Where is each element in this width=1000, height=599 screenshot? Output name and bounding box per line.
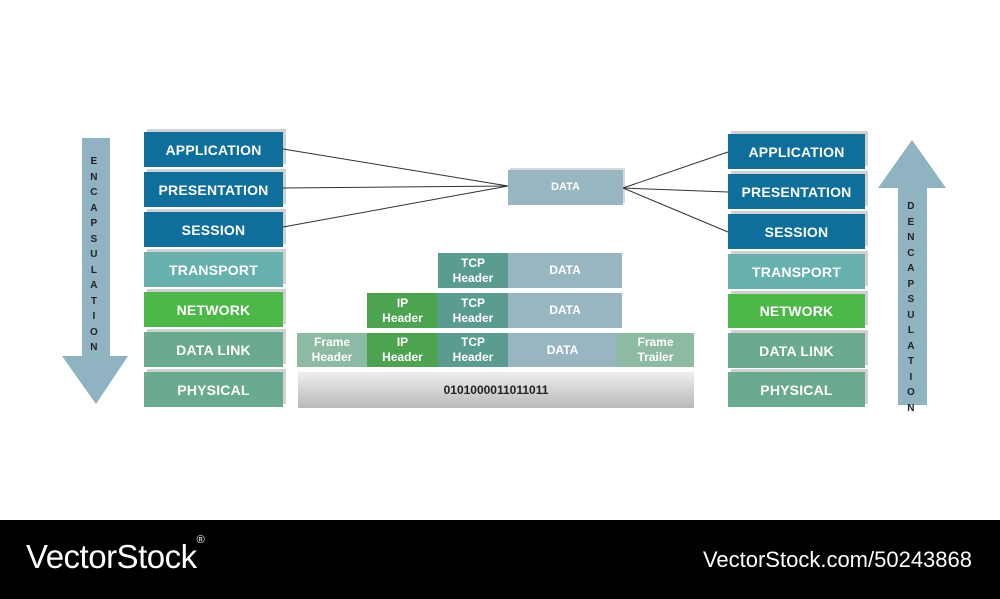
right-layer-transport: TRANSPORT [728, 254, 865, 289]
arrow-label-letter: P [907, 278, 915, 290]
arrow-label-letter: S [907, 294, 915, 305]
arrow-label-letter: A [907, 340, 915, 352]
arrow-label-letter: L [90, 264, 97, 276]
registered-mark: ® [196, 534, 205, 546]
arrow-label-letter: T [90, 295, 97, 307]
transport-data: DATA [508, 253, 622, 288]
footer-bar: VectorStock® VectorStock.com/50243868 [0, 520, 1000, 599]
encapsulation-arrow [62, 138, 128, 404]
connector-lines [62, 138, 946, 405]
arrow-label-letter: E [907, 216, 915, 228]
line-presentation-left [282, 185, 509, 189]
arrow-label-letter: S [90, 233, 98, 245]
line-session-right [622, 187, 729, 233]
arrow-label-letter: E [90, 156, 98, 167]
arrow-label-letter: N [907, 402, 915, 414]
datalink-frame-trailer: Frame Trailer [617, 333, 694, 367]
arrow-label-letter: T [907, 356, 914, 367]
arrow-label-letter: U [907, 309, 915, 321]
arrow-label-letter: N [90, 342, 98, 353]
brand-text: VectorStock [26, 538, 197, 575]
line-application-right [622, 151, 729, 189]
network-data: DATA [508, 293, 622, 328]
line-presentation-right [622, 187, 729, 193]
arrow-label-letter: I [909, 371, 913, 383]
arrow-label-letter: A [90, 202, 98, 214]
right-layer-presentation: PRESENTATION [728, 174, 865, 209]
arrow-label-letter: A [907, 263, 915, 274]
arrow-label-letter: C [90, 187, 98, 198]
left-layer-presentation: PRESENTATION [144, 172, 283, 207]
right-layer-physical: PHYSICAL [728, 372, 865, 407]
datalink-tcp-header: TCP Header [438, 333, 508, 367]
network-ip-header: IP Header [367, 293, 438, 328]
transport-tcp-header: TCP Header [438, 253, 508, 288]
image-reference: VectorStock.com/50243868 [702, 547, 972, 572]
arrow-label-letter: O [907, 387, 915, 398]
right-layer-data-link: DATA LINK [728, 333, 865, 368]
arrow-label-letter: P [90, 218, 98, 229]
arrow-label-letter: O [90, 326, 98, 338]
datalink-ip-header: IP Header [367, 333, 438, 367]
line-application-left [282, 148, 509, 187]
arrow-label-letter: A [90, 280, 98, 291]
right-layer-session: SESSION [728, 214, 865, 249]
vectorstock-logo: VectorStock® [26, 534, 205, 576]
decapsulation-arrow [878, 140, 946, 405]
arrow-label-letter: U [90, 249, 98, 260]
left-layer-network: NETWORK [144, 292, 283, 327]
left-layer-physical: PHYSICAL [144, 372, 283, 407]
left-layer-transport: TRANSPORT [144, 252, 283, 287]
arrow-label-letter: N [907, 232, 915, 243]
line-session-left [282, 185, 509, 228]
left-layer-session: SESSION [144, 212, 283, 247]
left-layer-application: APPLICATION [144, 132, 283, 167]
left-layer-data-link: DATA LINK [144, 332, 283, 367]
arrow-label-letter: N [90, 171, 98, 183]
physical-bitstream: 0101000011011011 [298, 372, 694, 408]
network-tcp-header: TCP Header [438, 293, 508, 328]
datalink-frame-header: Frame Header [297, 333, 367, 367]
right-layer-network: NETWORK [728, 294, 865, 328]
datalink-data: DATA [508, 333, 617, 367]
arrow-label-letter: L [907, 325, 914, 336]
arrow-label-letter: D [907, 201, 915, 212]
data-block-top: DATA [508, 170, 623, 205]
right-layer-application: APPLICATION [728, 134, 865, 169]
arrow-label-letter: I [92, 311, 96, 322]
arrow-label-letter: C [907, 247, 915, 259]
